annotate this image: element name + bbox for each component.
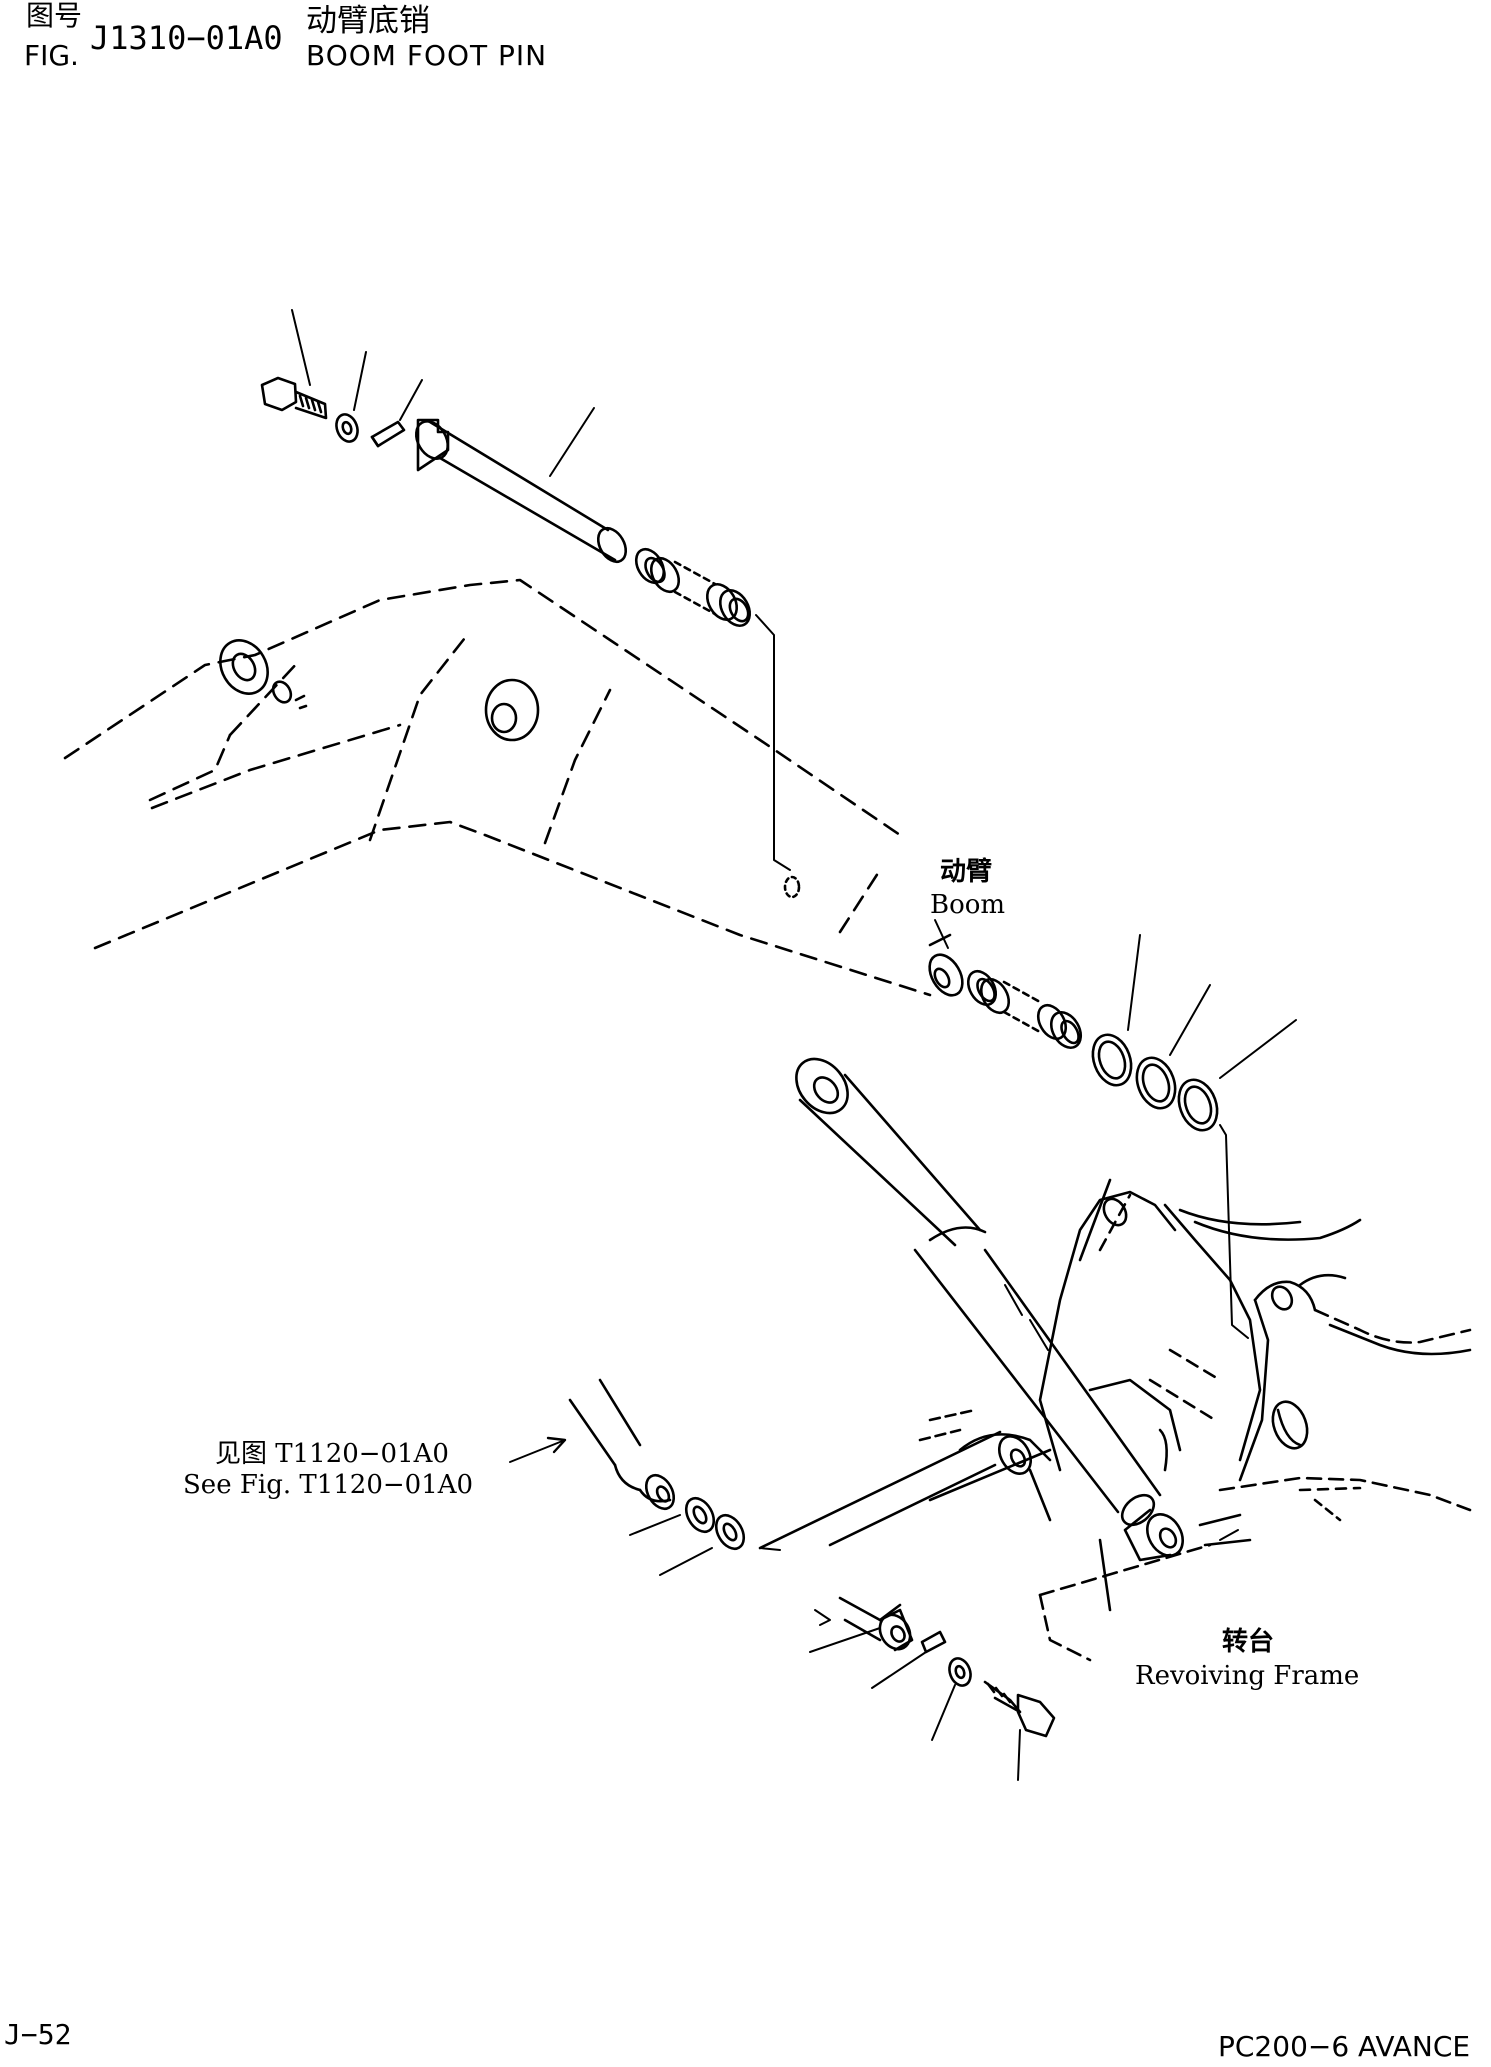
- fig-label-cn: 图号: [26, 0, 83, 32]
- figure-number: J1310−01A0: [90, 19, 283, 57]
- revolving-frame: [1038, 1178, 1472, 1662]
- top-pin: [414, 418, 628, 564]
- shim-1: [1091, 1033, 1133, 1087]
- boom-outline: [63, 578, 932, 997]
- label-frame-cn: 转台: [1222, 1626, 1274, 1657]
- boom-cylinder: [795, 1057, 1162, 1527]
- label-boom-en: Boom: [930, 890, 1005, 920]
- page-number: J−52: [4, 2018, 72, 2051]
- fig-label-en: FIG.: [24, 39, 79, 72]
- label-boom: 动臂 Boom: [930, 857, 1005, 949]
- top-bushing-right: [705, 583, 752, 627]
- lower-bolt: [983, 1680, 1056, 1738]
- top-callout-lines: [291, 309, 791, 871]
- lower-callout-lines: [629, 1514, 831, 1626]
- top-bushing-left: [634, 547, 717, 616]
- lower-bolt-pin: [838, 1596, 914, 1652]
- shim-2: [1135, 1056, 1177, 1110]
- label-see-fig: 见图 T1120−01A0 See Fig. T1120−01A0: [183, 1436, 567, 1500]
- lower-washer-3: [948, 1657, 972, 1687]
- top-bolt: [260, 376, 328, 420]
- lower-washer-2: [714, 1513, 746, 1551]
- top-spacer: [370, 420, 406, 448]
- title-cn: 动臂底销: [306, 3, 430, 39]
- label-frame-en: Revoiving Frame: [1135, 1661, 1359, 1691]
- lower-spacer: [920, 1630, 947, 1654]
- shim-callout-lines: [1127, 934, 1297, 1339]
- label-revolving-frame: 转台 Revoiving Frame: [1135, 1529, 1359, 1691]
- model-name: PC200−6 AVANCE: [1218, 2030, 1471, 2063]
- label-see-fig-en: See Fig. T1120−01A0: [183, 1470, 473, 1500]
- see-fig-pin: [568, 1378, 676, 1511]
- lower-part-callouts: [809, 1627, 1021, 1781]
- lower-washer-1: [684, 1496, 716, 1534]
- boom-details: [219, 639, 964, 997]
- top-washer: [335, 413, 359, 443]
- lower-pin: [758, 1430, 1052, 1550]
- label-boom-cn: 动臂: [940, 857, 992, 887]
- lower-bushing-set: [966, 969, 1083, 1049]
- label-see-fig-cn: 见图 T1120−01A0: [215, 1439, 449, 1469]
- lower-boss: [918, 1408, 1052, 1522]
- shim-3: [1177, 1078, 1219, 1132]
- title-en: BOOM FOOT PIN: [306, 39, 548, 72]
